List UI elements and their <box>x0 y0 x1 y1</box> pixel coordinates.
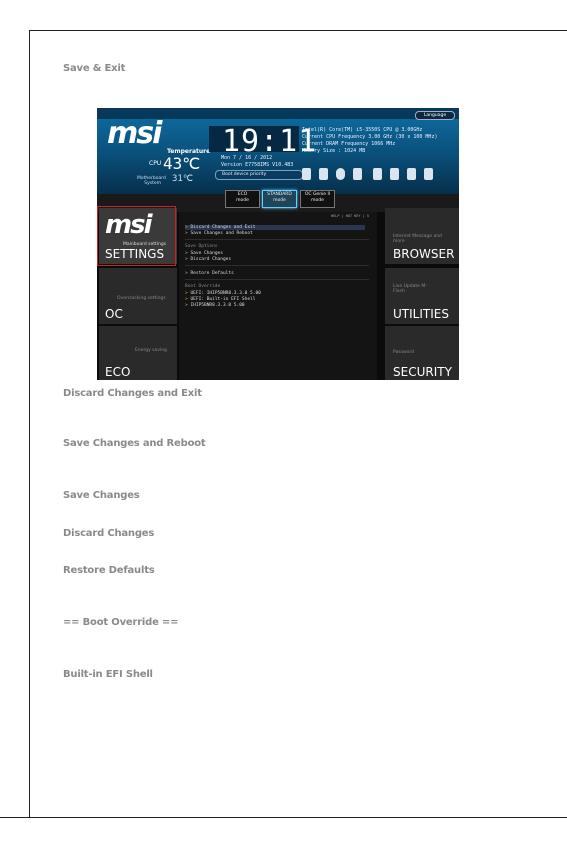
mode-label: OC Genie II <box>304 192 331 197</box>
tile-sub: Overclocking settings <box>117 296 166 301</box>
menu-label: Save Changes and Reboot <box>190 231 253 236</box>
left-rule <box>29 30 30 818</box>
menu-label: UEFI: Built-in EFI Shell <box>190 297 256 302</box>
info-line: Memory Size : 1024 MB <box>302 148 366 154</box>
system-info: Intel(R) Core(TM) i5-3550S CPU @ 3.00GHz… <box>302 127 437 155</box>
standard-mode-button[interactable]: STANDARD mode <box>262 190 297 208</box>
boot-device-priority[interactable]: Boot device priority <box>215 170 303 180</box>
separator <box>185 265 369 266</box>
menu-label: UEFI: IHIP5BNR8.3.3.0 5.00 <box>190 291 261 296</box>
menu-label: Save Changes <box>190 251 223 256</box>
boot-device-icon[interactable] <box>390 168 399 180</box>
heading-save-changes: Save Changes <box>63 490 140 501</box>
heading-boot-override: == Boot Override == <box>63 617 179 628</box>
menu-boot-device[interactable]: > IHIP5BNR8.3.3.0 5.00 <box>185 303 245 308</box>
heading-efi-shell: Built-in EFI Shell <box>63 669 153 680</box>
info-line: Current CPU Frequency 3.00 GHz (30 x 100… <box>302 134 438 140</box>
menu-discard-changes[interactable]: > Discard Changes <box>185 257 232 262</box>
settings-tile[interactable]: msi Mainboard settings SETTINGS <box>99 208 177 264</box>
tile-label: SETTINGS <box>105 247 165 261</box>
boot-device-icon[interactable] <box>353 168 362 180</box>
boot-device-icon[interactable] <box>373 168 382 180</box>
mode-label: mode <box>236 198 249 203</box>
oc-genie-mode-button[interactable]: OC Genie II mode <box>300 190 335 208</box>
tile-sub: Energy saving <box>135 348 167 353</box>
boot-device-icon[interactable] <box>336 168 345 180</box>
date: Mon 7 / 16 / 2012 <box>221 155 273 161</box>
heading-save-exit: Save & Exit <box>63 63 126 74</box>
settings-highlight-box <box>97 206 176 266</box>
eco-mode-button[interactable]: ECO mode <box>225 190 260 208</box>
tile-sub: Internet Message and more <box>393 234 442 244</box>
boot-device-icon[interactable] <box>407 168 416 180</box>
settings-msi-logo: msi <box>105 210 153 240</box>
menu-uefi-efi-shell[interactable]: > UEFI: Built-in EFI Shell <box>185 297 256 302</box>
bios-screenshot: msi Language Temperature CPU 43℃ Motherb… <box>97 108 459 380</box>
menu-restore-defaults[interactable]: > Restore Defaults <box>185 271 234 276</box>
msi-logo: msi <box>107 116 162 151</box>
group-boot-override: Boot Override <box>185 284 221 289</box>
date-version: Mon 7 / 16 / 2012 Version E7758IMS V10.4… <box>221 155 293 168</box>
cpu-label: CPU <box>149 160 162 167</box>
oc-tile[interactable]: Overclocking settings OC <box>99 268 177 324</box>
menu-label: Discard Changes and Exit <box>190 225 256 230</box>
group-save-options: Save Options <box>185 244 218 249</box>
menu-save-changes[interactable]: > Save Changes <box>185 251 223 256</box>
boot-device-icon[interactable] <box>302 168 311 180</box>
settings-subtitle: Mainboard settings <box>123 242 167 247</box>
help-hotkey[interactable]: HELP | HOT KEY | 5 <box>331 214 369 218</box>
menu-label: Restore Defaults <box>190 271 234 276</box>
language-button[interactable]: Language <box>415 111 455 120</box>
tile-label: SECURITY <box>393 365 452 379</box>
tile-sub: Password <box>393 350 415 355</box>
heading-save-reboot: Save Changes and Reboot <box>63 438 206 449</box>
mode-label: STANDARD <box>267 192 292 197</box>
system-label: Motherboard System <box>137 176 166 186</box>
menu-uefi-device[interactable]: > UEFI: IHIP5BNR8.3.3.0 5.00 <box>185 291 261 296</box>
tile-sub: Live Update M-Flash <box>393 284 427 294</box>
version: Version E7758IMS V10.4B3 <box>221 161 294 168</box>
heading-discard-exit: Discard Changes and Exit <box>63 388 202 399</box>
temperature-label: Temperature <box>167 148 211 155</box>
separator <box>185 239 369 240</box>
utilities-tile[interactable]: Live Update M-Flash UTILITIES <box>385 268 459 324</box>
tile-label: BROWSER <box>393 247 455 261</box>
bios-top-band <box>97 108 459 119</box>
menu-discard-exit[interactable]: > Discard Changes and Exit <box>185 225 365 230</box>
tile-label: UTILITIES <box>393 307 449 321</box>
heading-discard-changes: Discard Changes <box>63 528 155 539</box>
mode-label: ECO <box>237 192 248 197</box>
mode-label: mode <box>273 198 286 203</box>
cpu-temp: 43℃ <box>163 154 201 173</box>
clock-box <box>209 126 299 152</box>
boot-device-icon[interactable] <box>424 168 433 180</box>
info-line: Current DRAM Frequency 1066 MHz <box>302 141 396 147</box>
tile-label: OC <box>105 307 123 321</box>
bottom-rule <box>0 817 567 818</box>
top-rule <box>29 30 567 31</box>
menu-save-reboot[interactable]: > Save Changes and Reboot <box>185 231 253 236</box>
browser-tile[interactable]: Internet Message and more BROWSER <box>385 208 459 264</box>
menu-panel <box>179 212 377 380</box>
eco-tile[interactable]: Energy saving ECO <box>99 326 177 380</box>
security-tile[interactable]: Password SECURITY <box>385 326 459 380</box>
info-line: Intel(R) Core(TM) i5-3550S CPU @ 3.00GHz <box>302 127 423 133</box>
tile-label: ECO <box>105 365 131 379</box>
clock: 19:11 <box>222 124 318 159</box>
system-temp: 31℃ <box>172 174 193 184</box>
heading-restore-defaults: Restore Defaults <box>63 565 155 576</box>
menu-label: Discard Changes <box>190 257 232 262</box>
menu-label: IHIP5BNR8.3.3.0 5.00 <box>190 303 245 308</box>
separator <box>185 279 369 280</box>
boot-device-icon[interactable] <box>319 168 328 180</box>
mode-label: mode <box>311 198 324 203</box>
